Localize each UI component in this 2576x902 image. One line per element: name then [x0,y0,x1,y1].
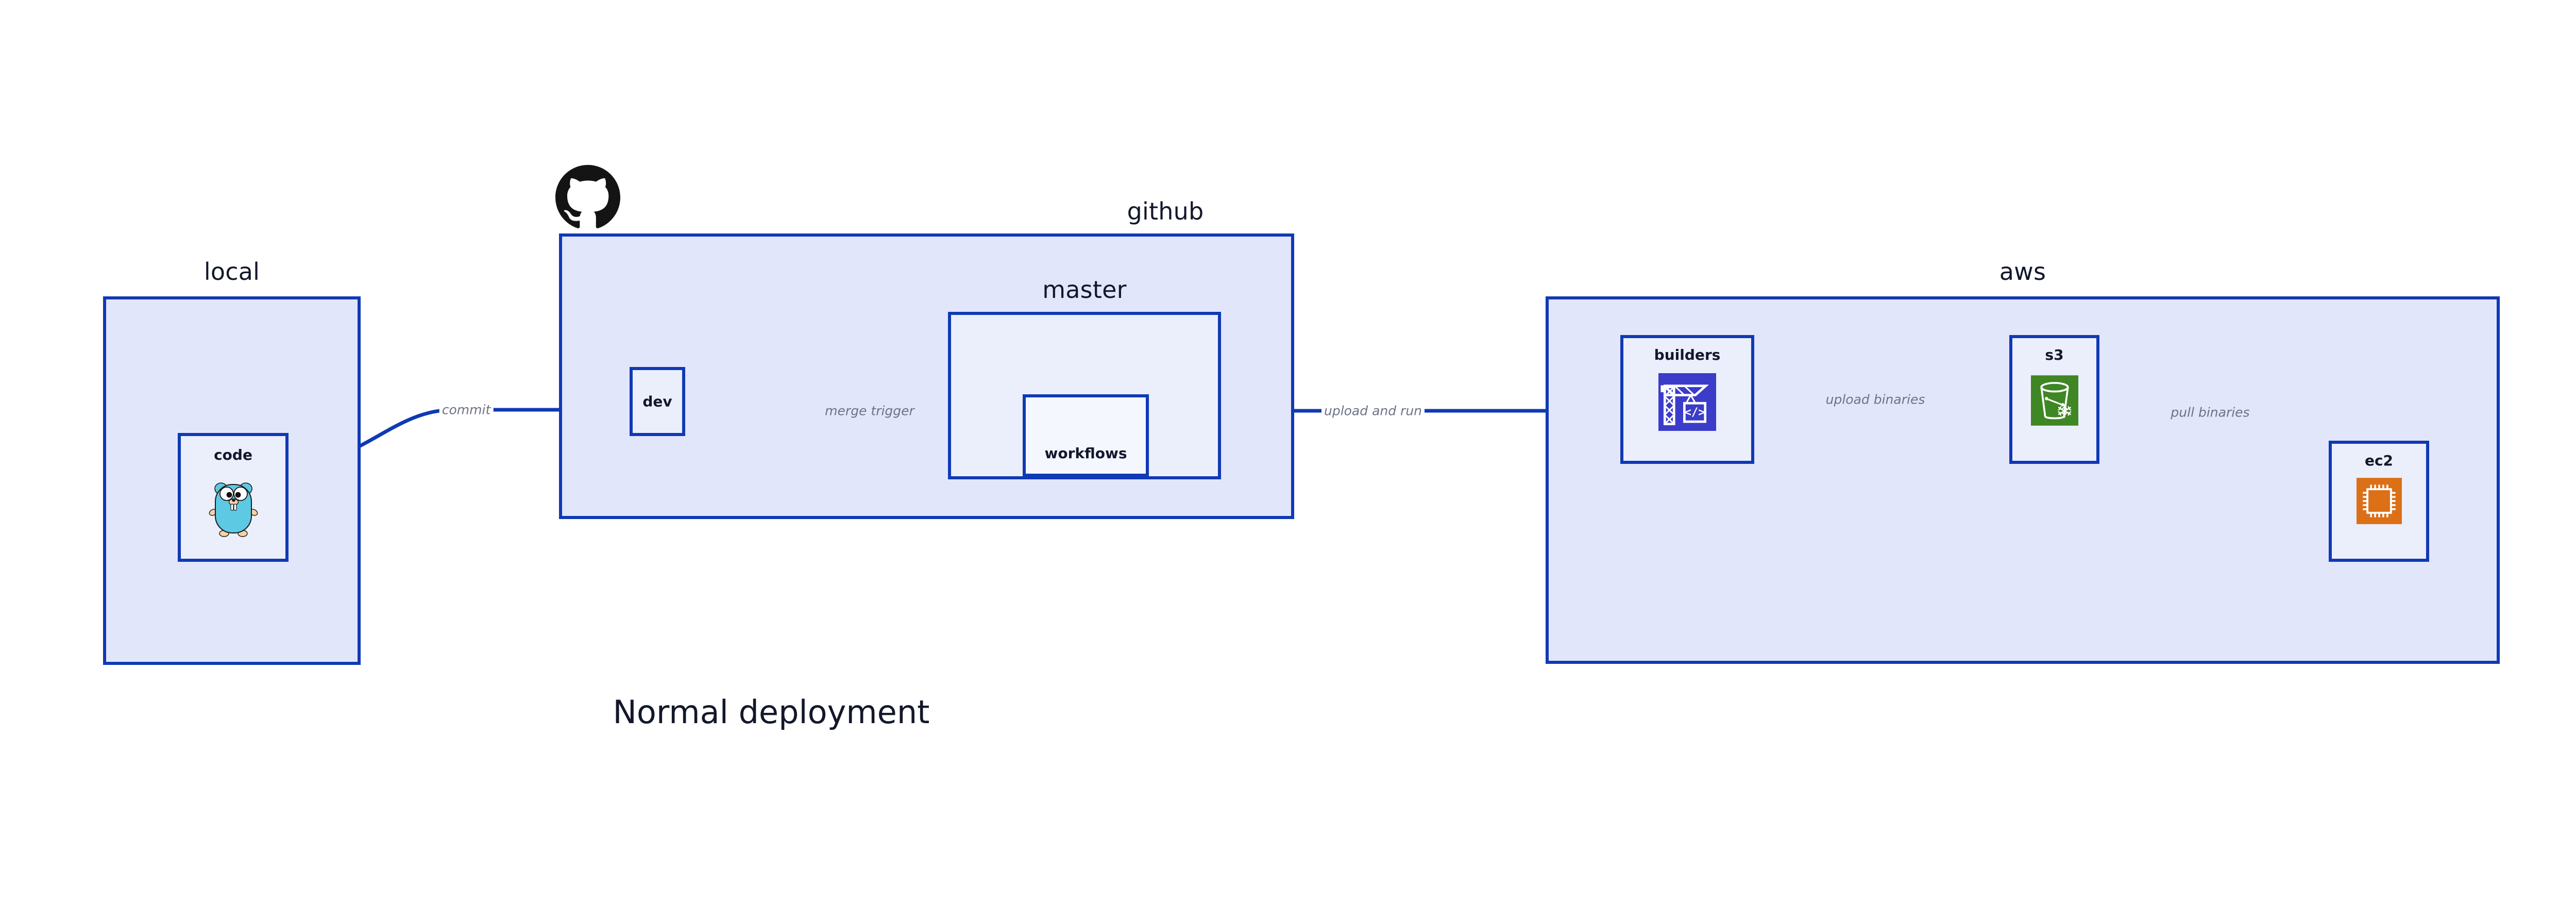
edge-label-pull-binaries: pull binaries [2168,405,2252,420]
node-code-label: code [214,446,252,463]
edge-label-upload-and-run: upload and run [1321,403,1425,419]
edge-label-merge-trigger: merge trigger [822,403,917,419]
node-workflows[interactable]: workflows [1023,394,1149,477]
node-builders[interactable]: builders </> [1620,335,1754,464]
edge-label-commit: commit [439,402,494,417]
aws-ec2-chip-icon [2356,478,2402,524]
group-label-master: master [1042,276,1127,304]
edge-label-upload-binaries: upload binaries [1823,392,1928,407]
aws-builders-crane-icon: </> [1658,373,1716,431]
group-label-local: local [204,258,260,286]
github-octocat-icon [555,165,620,228]
aws-s3-bucket-icon [2030,375,2078,426]
group-label-aws: aws [1999,258,2046,286]
node-ec2[interactable]: ec2 [2329,441,2429,562]
node-dev[interactable]: dev [630,367,685,436]
node-workflows-label: workflows [1044,445,1127,462]
svg-text:</>: </> [1684,406,1705,419]
diagram-title-text: Normal deployment [613,693,930,731]
node-dev-label: dev [642,393,672,410]
group-label-github: github [1127,197,1204,225]
node-code[interactable]: code [178,433,289,562]
diagram-title: Normal deployment [0,693,2576,731]
node-ec2-label: ec2 [2364,452,2394,469]
node-s3[interactable]: s3 [2009,335,2099,464]
node-s3-label: s3 [2045,346,2064,363]
node-builders-label: builders [1654,346,1721,363]
go-gopher-icon [209,482,258,537]
